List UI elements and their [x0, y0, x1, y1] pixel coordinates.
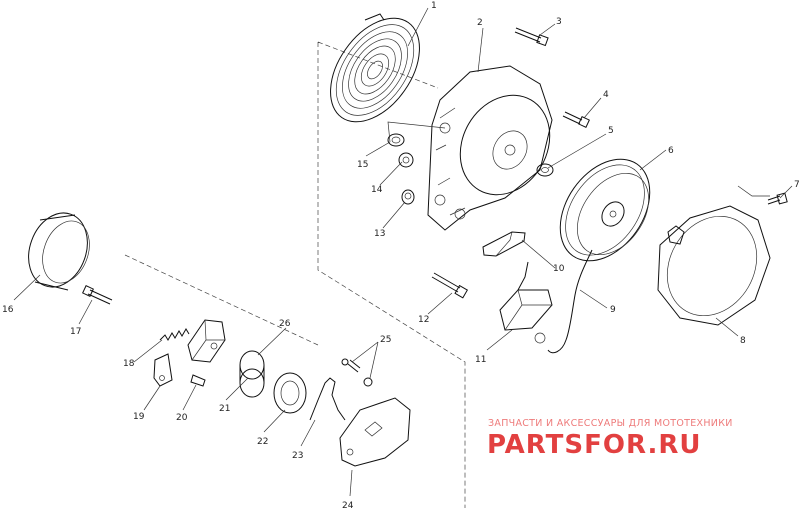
- bolt-3: [514, 27, 549, 47]
- part-label-21: 21: [219, 404, 230, 414]
- bolt-12: [431, 272, 469, 299]
- pawl-bracket: [187, 319, 226, 363]
- bolt-4: [562, 111, 590, 128]
- part-label-22: 22: [257, 437, 268, 447]
- bolt-7: [767, 192, 788, 205]
- leader-lines: [13, 7, 793, 497]
- part-label-26: 26: [279, 319, 291, 329]
- part-label-8: 8: [740, 336, 746, 346]
- handle-assembly-11: [499, 261, 553, 344]
- part-label-4: 4: [603, 90, 609, 100]
- part-label-16: 16: [2, 305, 14, 315]
- part-label-18: 18: [123, 359, 135, 369]
- part-label-1: 1: [431, 1, 437, 11]
- part-label-9: 9: [610, 305, 616, 315]
- rope-handle-10: [482, 231, 526, 257]
- assembly-boundary: [124, 41, 466, 508]
- part-label-24: 24: [342, 501, 354, 511]
- part-label-7: 7: [794, 180, 800, 190]
- part-label-23: 23: [292, 451, 303, 461]
- watermark-logo: PARTSFOR.RU: [487, 430, 702, 460]
- part-label-11: 11: [475, 355, 486, 365]
- part-label-10: 10: [553, 264, 565, 274]
- starter-rope-9: [547, 249, 593, 354]
- starter-cover-8: [657, 205, 771, 326]
- part-label-2: 2: [477, 18, 483, 28]
- part-label-3: 3: [556, 17, 562, 27]
- watermark-subtitle: ЗАПЧАСТИ И АКСЕССУАРЫ ДЛЯ МОТОТЕХНИКИ: [488, 418, 733, 429]
- part-label-13: 13: [374, 229, 385, 239]
- recoil-spring-1: [330, 13, 420, 123]
- spring-18: [159, 328, 190, 341]
- ratchet-pawl-19: [153, 353, 173, 387]
- part-label-19: 19: [133, 412, 145, 422]
- part-label-15: 15: [357, 160, 368, 170]
- part-label-25: 25: [380, 335, 391, 345]
- part-label-12: 12: [418, 315, 429, 325]
- part-label-20: 20: [176, 413, 188, 423]
- bushing-13: [401, 189, 415, 205]
- part-label-6: 6: [668, 146, 674, 156]
- bolt-17: [82, 285, 113, 305]
- washer-15: [387, 133, 405, 147]
- screws-25: [341, 358, 373, 387]
- part-label-17: 17: [70, 327, 81, 337]
- plate-24: [339, 397, 411, 467]
- washer-5: [536, 163, 554, 177]
- nut-14: [398, 152, 414, 168]
- starter-housing-2: [427, 65, 553, 231]
- bushing-21: [239, 350, 265, 398]
- seal-22: [273, 372, 307, 414]
- pulley-6: [559, 158, 651, 262]
- pin-20: [190, 374, 206, 387]
- cup-16: [28, 212, 90, 291]
- wire-spring-23: [309, 377, 346, 421]
- part-label-14: 14: [371, 185, 383, 195]
- part-label-5: 5: [608, 126, 614, 136]
